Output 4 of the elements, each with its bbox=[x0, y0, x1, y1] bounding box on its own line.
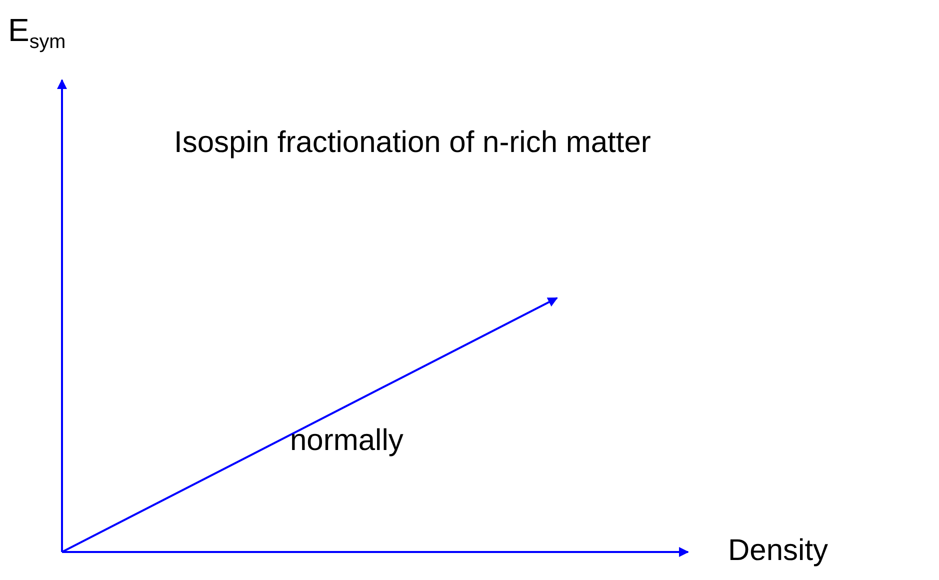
axis-label: E$_{sym}$ bbox=[8, 12, 66, 54]
axis-label: Density bbox=[728, 534, 828, 568]
annotation-text: normally bbox=[290, 424, 404, 458]
annotation-text: Isospin fractionation of n-rich matter bbox=[174, 126, 651, 160]
